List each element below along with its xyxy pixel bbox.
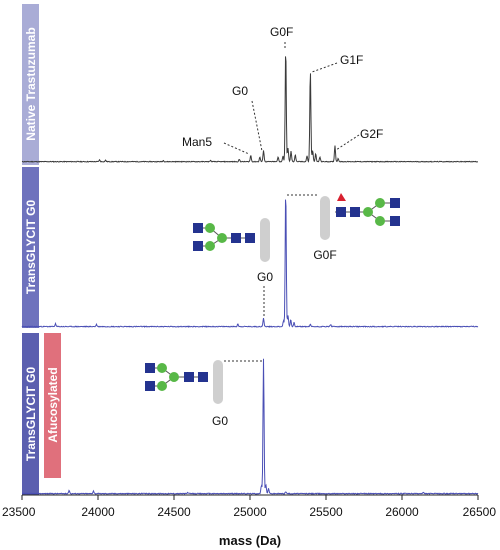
- mannose-circle-icon: [157, 363, 167, 373]
- x-tick-label: 26500: [463, 505, 497, 519]
- peak-label-g2f: G2F: [360, 127, 383, 141]
- man5-leader: [223, 142, 250, 155]
- mannose-circle-icon: [157, 381, 167, 391]
- x-tick-label: 25500: [309, 505, 343, 519]
- antibody-g0-icon: [260, 218, 270, 262]
- transglycit-g0-label-text: TransGLYCIT G0: [24, 367, 38, 462]
- mannose-circle-icon: [169, 372, 179, 382]
- afucosylated-spectrum-trace: [21, 358, 479, 495]
- x-tick-label: 24000: [81, 505, 115, 519]
- peak-label-man5: Man5: [182, 135, 212, 149]
- peak-label-g0: G0: [232, 84, 248, 98]
- glcnac-square-icon: [390, 198, 400, 208]
- mannose-circle-icon: [375, 216, 385, 226]
- afucosylated-annotations: G0: [145, 360, 262, 428]
- x-tick-label: 25000: [233, 505, 267, 519]
- transglycit-g0-label: G0: [257, 270, 273, 284]
- glcnac-square-icon: [198, 372, 208, 382]
- afucosylated-glycan-structure-icon: [145, 363, 208, 391]
- mannose-circle-icon: [375, 198, 385, 208]
- native-annotation-leaders: [223, 42, 360, 155]
- x-tick-label: 26000: [385, 505, 419, 519]
- x-tick-label: 23500: [2, 505, 36, 519]
- glcnac-square-icon: [336, 207, 346, 217]
- native-annotations: Man5 G0 G0F G1F G2F: [182, 25, 383, 149]
- g0f-glycan-structure-icon: [335, 193, 400, 226]
- mannose-circle-icon: [205, 241, 215, 251]
- g2f-leader: [335, 134, 360, 151]
- transglycit-annotations: G0 G0F: [193, 193, 400, 318]
- native-label-text: Native Trastuzumab: [24, 27, 38, 140]
- x-axis: 23500 24000 24500 25000 25500 26000 26500 mass…: [2, 494, 496, 548]
- transglycit-spectrum-trace: [21, 199, 479, 328]
- afucosylated-g0-label: G0: [212, 414, 228, 428]
- peak-label-g1f: G1F: [340, 53, 363, 67]
- native-label-bar: [22, 4, 39, 165]
- afucosylated-label-text: Afucosylated: [46, 367, 60, 442]
- g0-glycan-structure-icon: [193, 223, 255, 251]
- glcnac-square-icon: [184, 372, 194, 382]
- glcnac-square-icon: [390, 216, 400, 226]
- fucose-triangle-icon: [337, 193, 346, 201]
- x-tick-label: 24500: [157, 505, 191, 519]
- x-axis-label: mass (Da): [219, 533, 281, 548]
- glcnac-square-icon: [145, 381, 155, 391]
- glcnac-square-icon: [145, 363, 155, 373]
- transglycit-g0f-label: G0F: [313, 248, 336, 262]
- transglycit-label-bar: [22, 167, 39, 328]
- mannose-circle-icon: [217, 233, 227, 243]
- glcnac-square-icon: [350, 207, 360, 217]
- native-panel-label: Native Trastuzumab: [22, 4, 39, 165]
- glcnac-square-icon: [231, 233, 241, 243]
- glcnac-square-icon: [193, 241, 203, 251]
- afucosylated-panel-label: TransGLYCIT G0 Afucosylated: [22, 333, 61, 495]
- glcnac-square-icon: [245, 233, 255, 243]
- transglycit-g0-label-bar: [22, 333, 39, 495]
- afucosylated-label-bar: [44, 333, 61, 478]
- glcnac-square-icon: [193, 223, 203, 233]
- transglycit-label-text: TransGLYCIT G0: [24, 200, 38, 295]
- transglycit-panel-label: TransGLYCIT G0: [22, 167, 39, 328]
- g1f-leader: [311, 62, 338, 73]
- mannose-circle-icon: [205, 223, 215, 233]
- antibody-afucosylated-g0-icon: [213, 360, 223, 404]
- x-axis-ticks: 23500 24000 24500 25000 25500 26000 26500: [2, 495, 496, 519]
- mannose-circle-icon: [363, 207, 373, 217]
- peak-label-g0f: G0F: [270, 25, 293, 39]
- antibody-g0f-icon: [320, 196, 330, 240]
- native-spectrum-trace: [21, 56, 479, 163]
- g0-leader: [251, 100, 263, 152]
